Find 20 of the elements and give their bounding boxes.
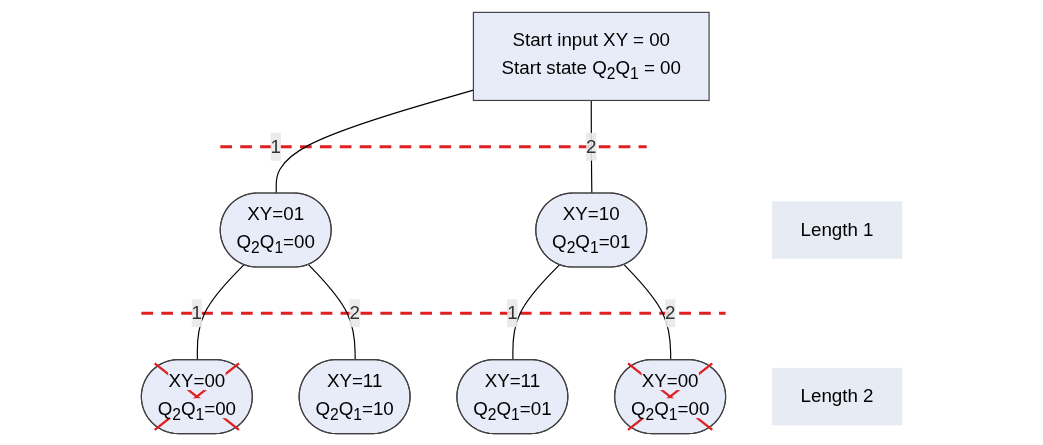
connector [623,263,672,361]
state-ellipse: XY=00 Q$_{2}$Q$_{1}$=00 [614,358,727,434]
edge-label: 2 [586,135,597,156]
edge-label: 1 [507,302,518,323]
state-ellipse: XY=10 Q$_{2}$Q$_{1}$=01 [535,191,648,268]
connector [196,263,245,361]
level-label-box: Length 2 [771,367,903,425]
edge-label: 1 [191,302,203,323]
state-ellipse: XY=01 Q$_{2}$Q$_{1}$=00 [219,191,332,268]
connector [308,263,356,361]
edge-label: 1 [270,135,281,156]
connector [275,89,474,194]
start-box: Start input XY = 00 Start state Q$_{2}$Q$_{1}$ = 00 [472,11,710,101]
connector [512,263,560,361]
state-ellipse: XY=11 Q$_{2}$Q$_{1}$=10 [298,358,411,434]
state-ellipse: XY=11 Q$_{2}$Q$_{1}$=01 [456,358,569,434]
edge-label: 2 [664,302,676,323]
edge-label: 2 [349,302,360,323]
state-ellipse: XY=00 Q$_{2}$Q$_{1}$=00 [140,358,253,434]
level-label-box: Length 1 [771,200,903,259]
